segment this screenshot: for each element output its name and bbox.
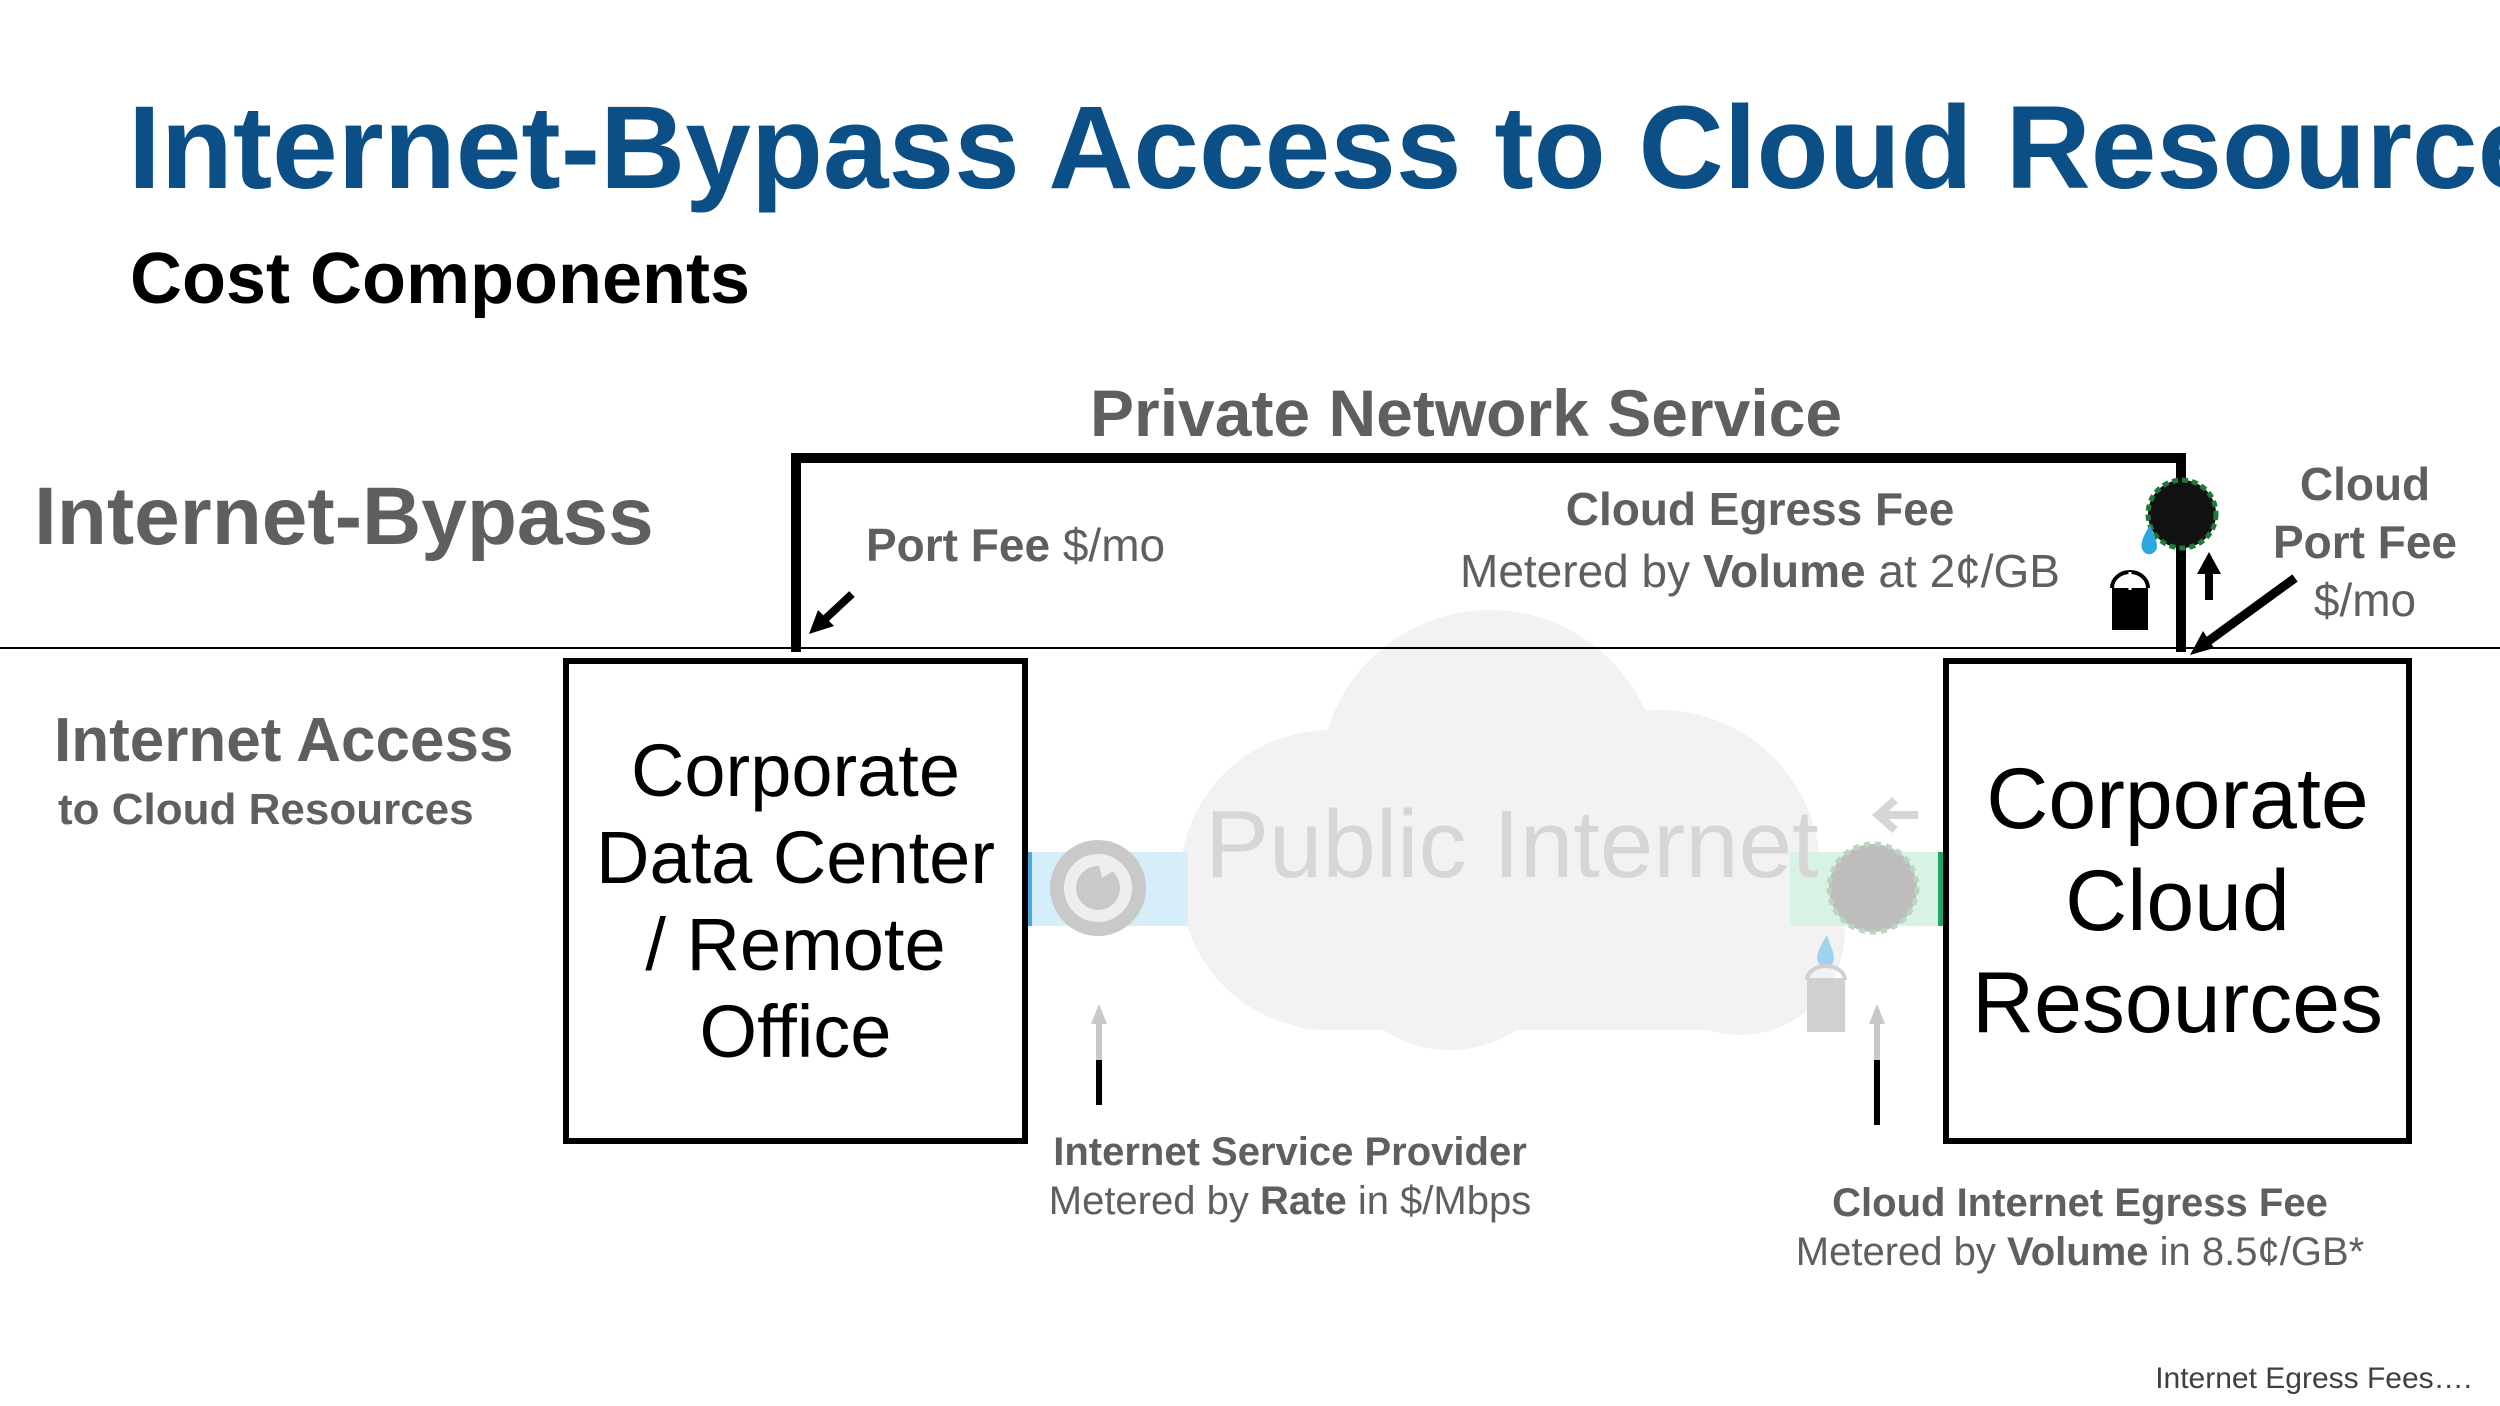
- cloud-resources-box: Corporate Cloud Resources: [1943, 658, 2412, 1144]
- cloud-internet-egress-volume: Volume: [2007, 1230, 2149, 1274]
- internet-bypass-label: Internet-Bypass: [34, 471, 654, 562]
- isp-metered: Metered by Rate in $/Mbps: [1000, 1179, 1580, 1224]
- cloud-egress-metered-text: Metered by: [1460, 545, 1691, 597]
- cloud-internet-egress-label: Cloud Internet Egress Fee Metered by Vol…: [1740, 1181, 2420, 1275]
- port-fee-unit: $/mo: [1062, 519, 1166, 571]
- meter-icon: [1050, 840, 1146, 936]
- cloud-egress-fee: Cloud Egress Fee Metered by Volume at 2¢…: [1420, 482, 2100, 598]
- cloud-port-fee-line2: Port Fee: [2272, 516, 2458, 568]
- arrow-icon: [2190, 574, 2298, 655]
- drop-icon: [1817, 935, 1834, 968]
- cloud-internet-egress-metered: Metered by Volume in 8.5¢/GB*: [1740, 1230, 2420, 1275]
- egress-pipe-edge: [1938, 852, 1947, 926]
- private-network-label: Private Network Service: [1090, 376, 1843, 450]
- data-center-box: Corporate Data Center / Remote Office: [563, 658, 1028, 1144]
- cloud-internet-egress-rate: in 8.5¢/GB*: [2159, 1230, 2365, 1274]
- internet-access-label: Internet Access: [54, 706, 514, 775]
- cloud-egress-volume: Volume: [1702, 545, 1866, 597]
- cloud-icon: [1180, 610, 1845, 1050]
- cloud-port-fee: Cloud Port Fee $/mo: [2270, 455, 2460, 629]
- private-network-line: [791, 453, 2186, 652]
- cloud-internet-egress-metered-text: Metered by: [1795, 1230, 1996, 1274]
- footnote: Internet Egress Fees….: [2155, 1362, 2472, 1395]
- page-subtitle: Cost Components: [130, 239, 750, 319]
- port-fee-bold: Port Fee: [866, 519, 1051, 571]
- cloud-resources-label: Corporate Cloud Resources: [1971, 751, 2384, 1051]
- arrow-icon: [1091, 1004, 1107, 1105]
- arrow-icon: [1869, 1004, 1885, 1125]
- isp-label: Internet Service Provider Metered by Rat…: [1000, 1130, 1580, 1224]
- cloud-port-fee-line1: Cloud: [2299, 458, 2431, 510]
- data-center-label: Corporate Data Center / Remote Office: [596, 729, 995, 1073]
- arrow-icon: [809, 591, 855, 634]
- isp-rate-unit: in $/Mbps: [1357, 1179, 1532, 1223]
- isp-metered-text: Metered by: [1048, 1179, 1249, 1223]
- cloud-egress-title: Cloud Egress Fee: [1565, 483, 1955, 535]
- cloud-egress-metered: Metered by Volume at 2¢/GB: [1420, 544, 2100, 598]
- bucket-icon: [2110, 570, 2150, 630]
- port-fee-label: Port Fee $/mo: [866, 518, 1165, 572]
- isp-rate: Rate: [1259, 1179, 1347, 1223]
- isp-pipe-edge: [1024, 852, 1032, 926]
- drop-icon: [2141, 525, 2157, 555]
- internet-access-sublabel: to Cloud Resources: [58, 785, 474, 834]
- cloud-port-fee-line3: $/mo: [2313, 574, 2417, 626]
- cloud-internet-egress-title: Cloud Internet Egress Fee: [1832, 1181, 2328, 1225]
- bucket-icon: [1805, 964, 1847, 1032]
- valve-icon: [2145, 477, 2219, 551]
- cloud-egress-rate: at 2¢/GB: [1878, 545, 2060, 597]
- public-internet-label: Public Internet: [1205, 791, 1819, 898]
- isp-title: Internet Service Provider: [1053, 1130, 1527, 1174]
- arrow-icon: [2197, 552, 2221, 600]
- arrow-icon: [1871, 797, 1918, 833]
- valve-icon: [1826, 841, 1920, 935]
- page-title: Internet-Bypass Access to Cloud Resource…: [128, 82, 2500, 214]
